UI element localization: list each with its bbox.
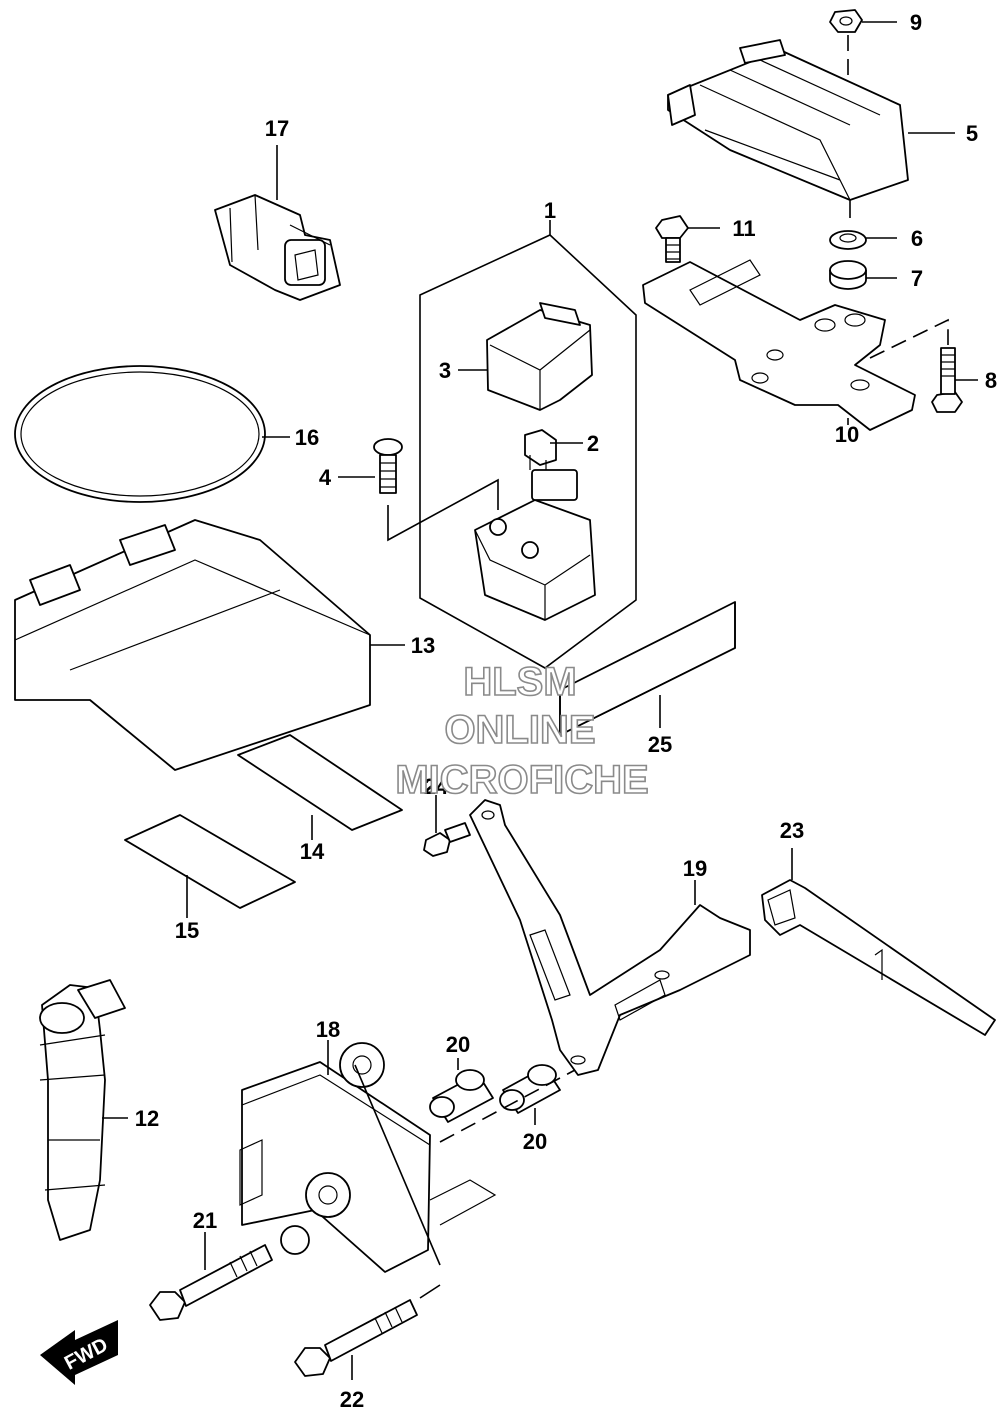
part-19-bracket [469,799,751,1076]
callout-labels: 1 2 3 4 5 6 7 8 9 10 11 12 13 14 15 16 1… [135,10,997,1412]
part-5-regulator [667,39,909,201]
callout-6: 6 [911,226,923,251]
part-9-nut [829,9,863,33]
starter-relay [474,469,596,621]
callout-12: 12 [135,1106,159,1131]
part-3-cover [486,302,593,411]
part-22-bolt [294,1299,418,1377]
part-24-bolt [423,822,471,857]
callout-2: 2 [587,431,599,456]
fwd-arrow-badge: FWD [40,1320,118,1385]
callout-21: 21 [193,1208,217,1233]
part-15-label [124,814,296,909]
watermark-line-2: ONLINE [444,708,595,752]
part-10-bracket [642,259,916,431]
part-2-fuse [524,429,557,472]
callout-10: 10 [835,422,859,447]
callout-14: 14 [300,839,325,864]
callout-1: 1 [544,198,556,223]
callout-13: 13 [411,633,435,658]
part-16-oring [14,365,266,503]
callout-23: 23 [780,818,804,843]
callout-15: 15 [175,918,199,943]
part-18-sensor [239,1042,497,1273]
part-12-ignition-coil [39,979,126,1241]
part-6-collar [829,230,867,250]
callout-11: 11 [732,216,755,241]
part-23-tie [761,879,996,1036]
watermark: HLSM ONLINE MICROFICHE [395,659,650,803]
callout-3: 3 [439,358,451,383]
part-21-bolt [149,1244,273,1321]
watermark-line-3: MICROFICHE [395,758,648,802]
callout-9: 9 [910,10,922,35]
callout-22: 22 [340,1387,364,1412]
callout-19: 19 [683,856,707,881]
watermark-line-1: HLSM [463,660,576,704]
part-8-bolt [931,347,963,413]
part-11-bolt [655,215,689,263]
callout-4: 4 [319,465,332,490]
callout-17: 17 [265,116,289,141]
part-20-collar-a [429,1069,494,1123]
part-7-grommet [829,260,867,290]
callout-18: 18 [316,1017,340,1042]
callout-20-lower: 20 [523,1129,547,1154]
part-14-label [237,734,403,831]
callout-5: 5 [966,121,978,146]
callout-16: 16 [295,425,319,450]
part-4-screw [373,438,403,494]
callout-24: 24 [424,774,449,799]
callout-8: 8 [985,368,997,393]
part-13-ecu [14,519,371,771]
callout-7: 7 [911,266,923,291]
callout-25: 25 [648,732,672,757]
part-17-connector [214,194,341,301]
callout-20-upper: 20 [446,1032,470,1057]
